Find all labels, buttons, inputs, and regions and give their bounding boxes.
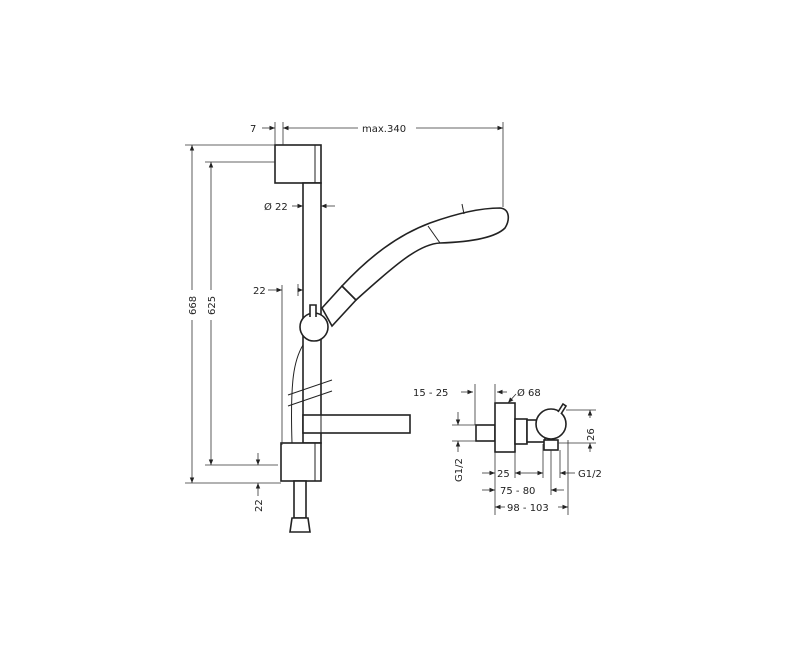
dim-total-depth: 98 - 103 <box>507 503 549 514</box>
handshower <box>299 203 510 342</box>
hose-outlet <box>293 480 307 519</box>
mixer-dimensions: 15 - 25 Ø 68 G1/2 26 25 G1/2 75 - 80 98 <box>413 384 602 515</box>
dim-plate-diameter: Ø 68 <box>517 387 541 399</box>
valve-outlet <box>543 439 559 451</box>
top-wall-bracket <box>274 144 322 184</box>
dim-wall-depth: 15 - 25 <box>413 388 448 399</box>
valve-inlet <box>475 424 496 442</box>
dim-outlet-thread: G1/2 <box>578 469 602 480</box>
shower-rail-set <box>274 144 510 533</box>
handshower-holder <box>299 312 329 342</box>
dim-body-depth: 75 - 80 <box>500 486 535 497</box>
dim-plate-to-body: 25 <box>497 469 510 480</box>
hose <box>290 344 304 444</box>
soap-dish <box>302 414 411 434</box>
dim-inlet-thread: G1/2 <box>454 458 465 482</box>
thermostatic-mixer <box>475 402 568 453</box>
dim-total-height: 668 <box>188 296 199 315</box>
dim-rail-diameter: Ø 22 <box>264 201 288 213</box>
temperature-knob <box>535 408 567 440</box>
dim-rail-wall-distance: 22 <box>253 286 266 297</box>
dim-outlet-height: 26 <box>586 428 597 441</box>
wall-plate <box>494 402 516 453</box>
dim-bottom-offset: 22 <box>254 499 265 512</box>
rail-break-lines <box>287 379 333 407</box>
valve-nut <box>514 418 528 445</box>
shower-dimensions: 7 max.340 668 625 Ø 22 22 22 <box>185 122 504 512</box>
dim-wall-offset: 7 <box>250 124 256 135</box>
dim-bracket-spacing: 625 <box>207 296 218 315</box>
hose-fitting <box>289 517 311 533</box>
dim-max-reach: max.340 <box>362 124 406 135</box>
